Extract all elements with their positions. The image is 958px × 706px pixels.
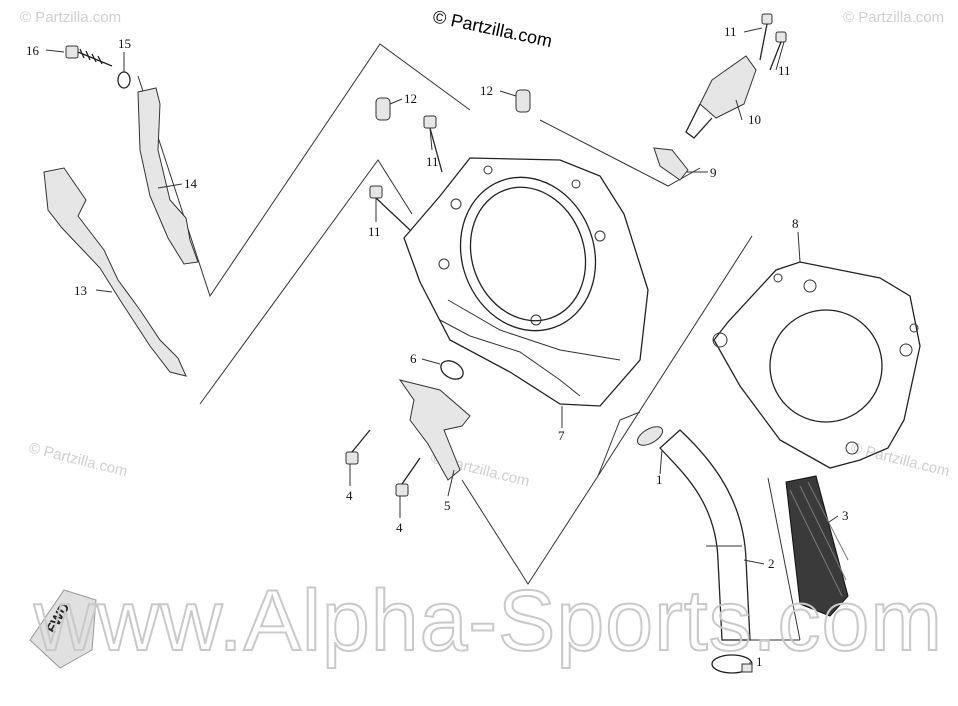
callout-11-lower: 11 [368,224,381,239]
watermark-partzilla: © Partzilla.com [431,6,554,51]
callout-15: 15 [118,36,131,51]
watermark-right: © Partzilla.com [849,439,951,480]
watermark-alpha-sports: www.Alpha-Sports.com [33,573,943,669]
dowel-12-right-icon [515,89,531,113]
callout-2: 2 [768,556,775,571]
callout-6: 6 [410,351,417,366]
callout-4-lower: 4 [396,520,403,535]
callout-10: 10 [748,112,761,127]
bolt-16-icon [65,45,113,67]
frame-zigzag-bottom [461,235,753,585]
callout-8: 8 [792,216,799,231]
frame-line-right [767,477,801,641]
frame-zigzag-left [137,43,471,298]
clamp-1-upper-icon [636,426,664,446]
frame-zigzag-middle [199,159,413,405]
callout-12-right: 12 [480,83,493,98]
bolt-11-lower-icon [369,185,411,231]
bolt-4-upper-icon [345,429,371,465]
frame-zigzag-right [539,119,701,187]
cylinder-gasket-8-icon [712,261,921,469]
callout-11-upper: 11 [426,154,439,169]
gasket-9-icon [653,147,689,181]
watermark-left: © Partzilla.com [27,439,129,480]
callout-16: 16 [26,43,40,58]
watermark-top-right: © Partzilla.com [843,9,944,26]
callout-11-right: 11 [778,63,791,78]
callout-3: 3 [842,508,849,523]
callout-9: 9 [710,165,717,180]
clamp-1-lower-icon [711,654,753,674]
hose-2-icon [659,429,751,641]
fwd-arrow-icon: FWD [29,589,97,669]
callout-4-upper: 4 [346,488,353,503]
callout-11-top: 11 [724,24,737,39]
callout-12-left: 12 [404,91,417,106]
washer-15-icon [117,71,131,89]
intake-pipe-5-icon [398,379,471,481]
filter-sleeve-3-icon [785,475,849,617]
callout-5: 5 [444,498,451,513]
dowel-12-left-icon [375,97,391,121]
frame-zigzag-lower-right [597,411,641,477]
callout-14: 14 [184,176,198,191]
watermark-top-left: © Partzilla.com [20,9,121,26]
chain-guide-13-icon [43,167,187,377]
chain-tensioner-14-icon [137,87,199,265]
callout-13: 13 [74,283,87,298]
callout-7: 7 [558,428,565,443]
callout-1-lower: 1 [756,654,763,669]
bolt-11-upper-icon [423,115,443,173]
tensioner-10-icon [685,13,787,139]
leader-lines [45,27,839,664]
bolt-4-lower-icon [395,457,421,497]
cylinder-7-icon [403,157,649,407]
callout-1-upper: 1 [656,472,663,487]
o-ring-6-icon [440,360,464,380]
